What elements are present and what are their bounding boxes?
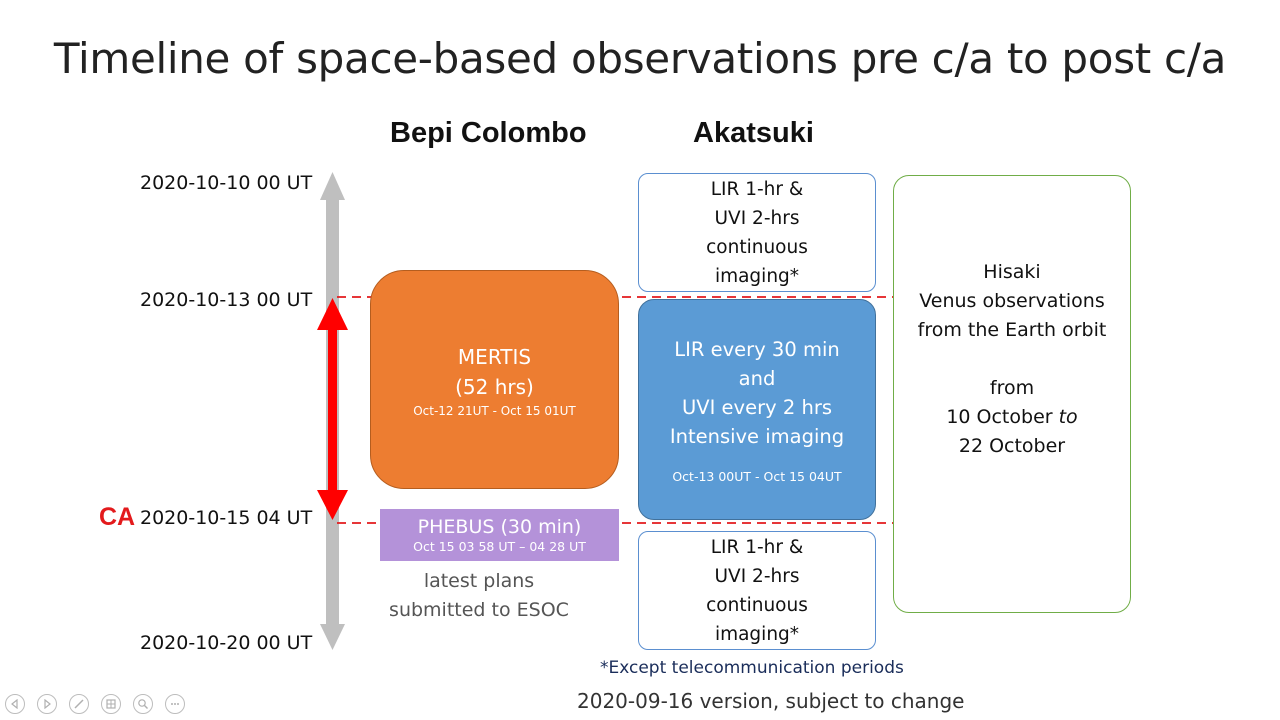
footnote: *Except telecommunication periods — [600, 658, 904, 678]
phebus-box: PHEBUS (30 min) Oct 15 03 58 UT – 04 28 … — [380, 509, 619, 561]
intensive-arrow-bottom — [317, 490, 348, 520]
column-header-bepi: Bepi Colombo — [390, 117, 587, 149]
column-header-akatsuki: Akatsuki — [693, 117, 814, 149]
slides-icon[interactable] — [101, 694, 121, 714]
slide-nav-toolbar — [5, 694, 185, 714]
akatsuki-intensive-line2: and — [738, 367, 776, 390]
hisaki-start: 10 October to — [946, 403, 1077, 432]
zoom-icon[interactable] — [133, 694, 153, 714]
prev-icon[interactable] — [5, 694, 25, 714]
phebus-name: PHEBUS (30 min) — [417, 516, 582, 538]
akatsuki-pre-box: LIR 1-hr & UVI 2-hrs continuous imaging* — [638, 173, 876, 292]
akatsuki-intensive-box: LIR every 30 min and UVI every 2 hrs Int… — [638, 299, 876, 520]
bepi-note-line2: submitted to ESOC — [389, 599, 569, 621]
hisaki-from: from — [989, 376, 1035, 399]
akatsuki-intensive-period: Oct-13 00UT - Oct 15 04UT — [672, 469, 842, 484]
akatsuki-intensive-line3: UVI every 2 hrs — [682, 396, 832, 419]
akatsuki-post-line1: LIR 1-hr & — [710, 536, 804, 558]
hisaki-line2: Venus observations — [919, 289, 1105, 312]
timeline-arrow-bottom — [320, 624, 345, 650]
date-label-oct15: 2020-10-15 04 UT — [140, 507, 313, 529]
akatsuki-pre-line2: UVI 2-hrs — [714, 207, 800, 229]
hisaki-name: Hisaki — [983, 260, 1041, 283]
mertis-period: Oct-12 21UT - Oct 15 01UT — [413, 403, 576, 418]
bepi-plans-note: latest plans submitted to ESOC — [368, 567, 590, 625]
akatsuki-intensive-line1: LIR every 30 min — [674, 338, 840, 361]
akatsuki-pre-line4: imaging* — [714, 265, 800, 287]
intensive-period-shaft — [328, 326, 337, 494]
mertis-duration: (52 hrs) — [455, 374, 534, 399]
akatsuki-post-box: LIR 1-hr & UVI 2-hrs continuous imaging* — [638, 531, 876, 650]
ca-label: CA — [99, 503, 136, 531]
pen-icon[interactable] — [69, 694, 89, 714]
timeline-arrow-top — [320, 172, 345, 200]
hisaki-box: Hisaki Venus observations from the Earth… — [893, 175, 1131, 613]
next-icon[interactable] — [37, 694, 57, 714]
akatsuki-pre-line1: LIR 1-hr & — [710, 178, 804, 200]
date-label-oct10: 2020-10-10 00 UT — [140, 172, 313, 194]
bepi-note-line1: latest plans — [423, 570, 535, 592]
akatsuki-intensive-line4: Intensive imaging — [669, 425, 845, 448]
akatsuki-post-line3: continuous — [706, 594, 808, 616]
hisaki-start-date: 10 October — [946, 405, 1059, 428]
phebus-period: Oct 15 03 58 UT – 04 28 UT — [413, 539, 586, 554]
hisaki-end-date: 22 October — [958, 434, 1066, 457]
date-label-oct13: 2020-10-13 00 UT — [140, 289, 313, 311]
mertis-name: MERTIS — [457, 344, 532, 369]
intensive-arrow-top — [317, 298, 348, 330]
hisaki-line3: from the Earth orbit — [917, 318, 1107, 341]
mertis-box: MERTIS (52 hrs) Oct-12 21UT - Oct 15 01U… — [370, 270, 619, 489]
date-label-oct20: 2020-10-20 00 UT — [140, 632, 313, 654]
akatsuki-post-line2: UVI 2-hrs — [714, 565, 800, 587]
slide-title: Timeline of space-based observations pre… — [53, 34, 1227, 83]
hisaki-to: to — [1058, 405, 1078, 428]
version-note: 2020-09-16 version, subject to change — [577, 689, 965, 713]
akatsuki-post-line4: imaging* — [714, 623, 800, 645]
akatsuki-pre-line3: continuous — [706, 236, 808, 258]
more-icon[interactable] — [165, 694, 185, 714]
